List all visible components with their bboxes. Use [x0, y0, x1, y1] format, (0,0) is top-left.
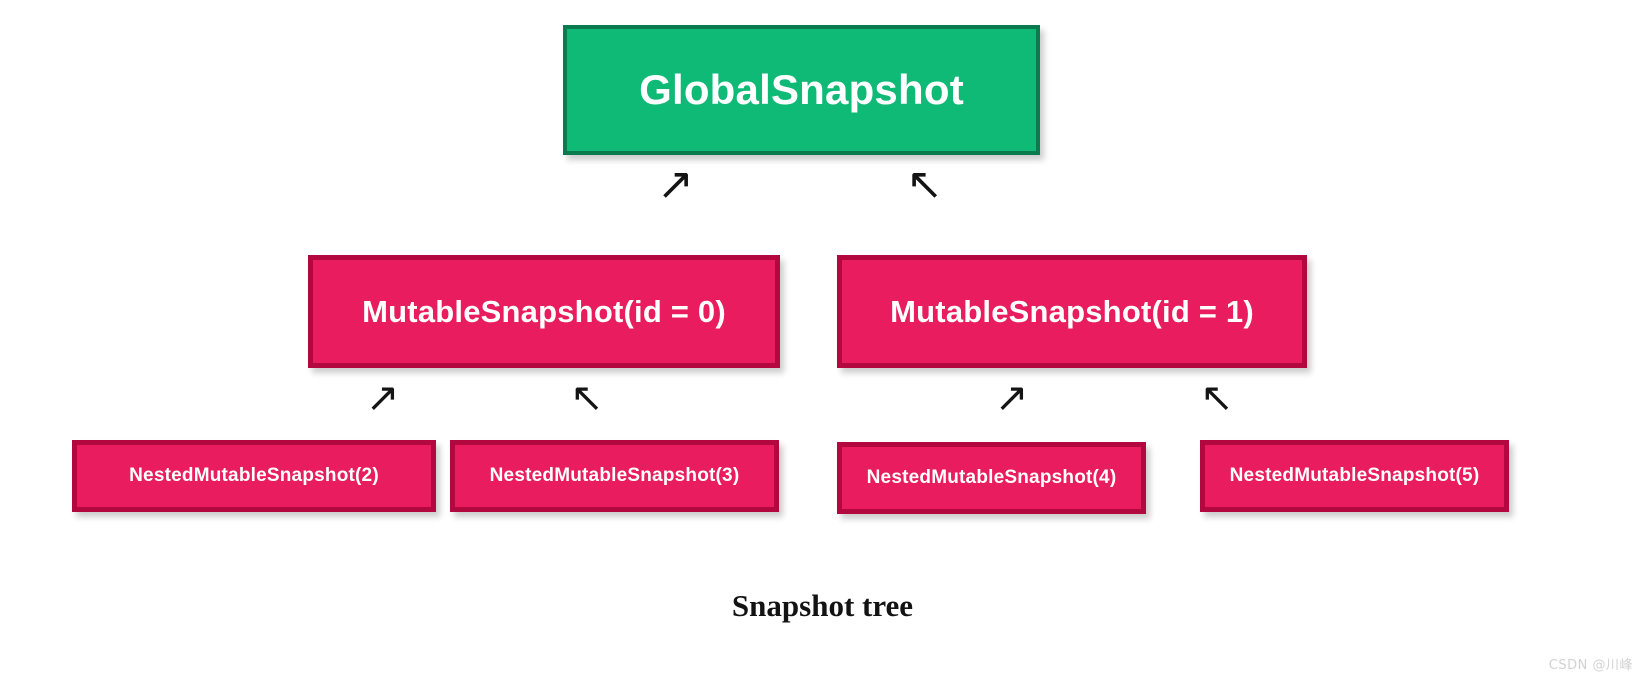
node-global-snapshot: GlobalSnapshot [563, 25, 1040, 155]
arrow-northeast-icon: ↗ [995, 375, 1029, 421]
arrow-northeast-icon: ↗ [657, 159, 694, 210]
node-nested-mutable-snapshot-5-label: NestedMutableSnapshot(5) [1229, 465, 1480, 486]
node-nested-mutable-snapshot-4-label: NestedMutableSnapshot(4) [866, 467, 1117, 488]
node-global-snapshot-label: GlobalSnapshot [639, 66, 964, 113]
arrow-northeast-icon: ↗ [366, 375, 400, 421]
node-nested-mutable-snapshot-5: NestedMutableSnapshot(5) [1200, 440, 1509, 512]
node-mutable-snapshot-0: MutableSnapshot(id = 0) [308, 255, 780, 368]
node-mutable-snapshot-1: MutableSnapshot(id = 1) [837, 255, 1307, 368]
arrow-northwest-icon: ↖ [906, 159, 943, 210]
node-nested-mutable-snapshot-2-label: NestedMutableSnapshot(2) [129, 465, 379, 486]
node-nested-mutable-snapshot-4: NestedMutableSnapshot(4) [837, 442, 1146, 514]
arrow-northwest-icon: ↖ [570, 375, 604, 421]
arrow-northwest-icon: ↖ [1200, 375, 1234, 421]
node-nested-mutable-snapshot-3: NestedMutableSnapshot(3) [450, 440, 779, 512]
diagram-caption: Snapshot tree [731, 588, 914, 623]
watermark: CSDN @川峰 [1548, 658, 1633, 673]
node-nested-mutable-snapshot-2: NestedMutableSnapshot(2) [72, 440, 436, 512]
node-nested-mutable-snapshot-3-label: NestedMutableSnapshot(3) [489, 465, 740, 486]
node-mutable-snapshot-0-label: MutableSnapshot(id = 0) [362, 293, 726, 329]
node-mutable-snapshot-1-label: MutableSnapshot(id = 1) [890, 293, 1254, 329]
